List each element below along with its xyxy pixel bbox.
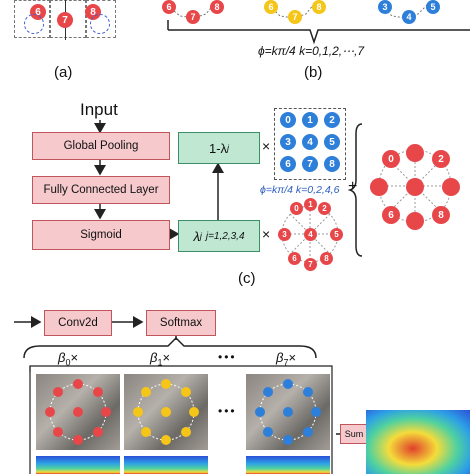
- formula-c: ϕ=kπ/4 k=0,2,4,6: [260, 184, 340, 196]
- times-sign-1: ×: [262, 138, 271, 154]
- label-a: (a): [54, 64, 73, 81]
- circle-right-node-0: 0: [382, 150, 400, 168]
- beta0-times: ×: [70, 350, 79, 365]
- circle-right-node-top: [406, 144, 424, 162]
- dots-top: •••: [218, 350, 237, 364]
- circle-right-node-6: 6: [382, 206, 400, 224]
- times-sign-2: ×: [262, 226, 271, 242]
- beta0-symbol: β: [58, 350, 66, 365]
- circle-right-node-2: 2: [432, 150, 450, 168]
- node-b-yellow-8: 8: [312, 0, 326, 14]
- circle-left-node-2: 2: [318, 202, 331, 215]
- circle-right-node-center: [406, 178, 424, 196]
- dots-mid: •••: [218, 404, 237, 418]
- node-b-blue-3: 3: [378, 0, 392, 14]
- grid-node-5: 5: [324, 134, 340, 150]
- heatmap-0: [36, 456, 120, 474]
- attention-image-1: [124, 374, 208, 450]
- heatmap-7: [246, 456, 330, 474]
- grid-node-4: 4: [302, 134, 318, 150]
- grid-node-0: 0: [280, 112, 296, 128]
- heatmap-1: [124, 456, 208, 474]
- grid-cell-a1: [14, 0, 50, 38]
- conv2d-box: Conv2d: [44, 310, 112, 336]
- beta1-label: β1×: [150, 350, 170, 368]
- node-b-red-8: 8: [210, 0, 224, 14]
- beta1-symbol: β: [150, 350, 158, 365]
- node-a-7: 7: [57, 12, 73, 28]
- dashed-circle-left: [24, 14, 44, 34]
- label-b: (b): [304, 64, 323, 81]
- grid-node-6: 6: [280, 156, 296, 172]
- beta7-sub: 7: [283, 357, 289, 368]
- circle-left-node-8: 8: [320, 252, 333, 265]
- yellow-node-ring: [133, 379, 199, 445]
- node-b-red-6: 6: [162, 0, 176, 14]
- grid-node-3: 3: [280, 134, 296, 150]
- circle-right-node-bottom: [406, 212, 424, 230]
- beta1-sub: 1: [157, 357, 163, 368]
- circle-left-node-7: 7: [304, 258, 317, 271]
- panel-d-lines: [14, 316, 366, 474]
- label-c: (c): [238, 270, 256, 287]
- softmax-box: Softmax: [146, 310, 216, 336]
- circle-left-node-3: 3: [278, 228, 291, 241]
- attention-image-7: [246, 374, 330, 450]
- fully-connected-box: Fully Connected Layer: [32, 176, 170, 204]
- attention-image-0: [36, 374, 120, 450]
- beta7-label: β7×: [276, 350, 296, 368]
- formula-b: ϕ=kπ/4 k=0,1,2,⋯,7: [258, 44, 365, 58]
- circle-left-node-1: 1: [304, 198, 317, 211]
- beta0-label: β0×: [58, 350, 78, 368]
- panel-c-arrows: [94, 120, 363, 257]
- node-b-yellow-6: 6: [264, 0, 278, 14]
- one-minus-lambda-label: 1-λ: [208, 140, 228, 156]
- one-minus-lambda-sub: j: [227, 143, 230, 153]
- sum-label: Sum: [344, 429, 364, 439]
- grid-cell: [274, 108, 346, 180]
- grid-cell-a2: [50, 0, 86, 38]
- node-b-blue-4: 4: [402, 10, 416, 24]
- blue-node-ring: [255, 379, 321, 445]
- grid-node-8: 8: [324, 156, 340, 172]
- sigmoid-box: Sigmoid: [32, 220, 170, 250]
- j-range-label: j=1,2,3,4: [205, 230, 245, 242]
- beta7-symbol: β: [276, 350, 284, 365]
- softmax-label: Softmax: [159, 317, 203, 329]
- output-heatmap: [366, 410, 470, 474]
- circle-left-node-4: 4: [304, 228, 317, 241]
- dashed-circle-right: [90, 14, 110, 34]
- grid-node-7: 7: [302, 156, 318, 172]
- global-pooling-label: Global Pooling: [63, 140, 139, 152]
- node-b-yellow-7: 7: [288, 10, 302, 24]
- circle-left-node-6: 6: [288, 252, 301, 265]
- plus-sign: +: [348, 178, 358, 195]
- lambda-sub: j: [199, 231, 202, 241]
- red-node-ring: [45, 379, 111, 445]
- grid-cell-a3: [86, 0, 116, 38]
- grid-node-1: 1: [302, 112, 318, 128]
- circle-right-node-8: 8: [432, 206, 450, 224]
- circle-right-node-right: [442, 178, 460, 196]
- grid-node-2: 2: [324, 112, 340, 128]
- circle-right-node-left: [370, 178, 388, 196]
- circle-left-node-5: 5: [330, 228, 343, 241]
- beta7-times: ×: [288, 350, 297, 365]
- sum-box: Sum: [340, 424, 368, 444]
- node-b-blue-5: 5: [426, 0, 440, 14]
- fully-connected-label: Fully Connected Layer: [43, 184, 159, 196]
- global-pooling-box: Global Pooling: [32, 132, 170, 160]
- input-label: Input: [80, 100, 118, 119]
- sigmoid-label: Sigmoid: [80, 229, 122, 241]
- conv2d-label: Conv2d: [58, 317, 98, 329]
- lambda-label: λ: [193, 228, 200, 244]
- node-b-red-7: 7: [186, 10, 200, 24]
- beta1-times: ×: [162, 350, 171, 365]
- beta0-sub: 0: [65, 357, 71, 368]
- circle-left-node-0: 0: [290, 202, 303, 215]
